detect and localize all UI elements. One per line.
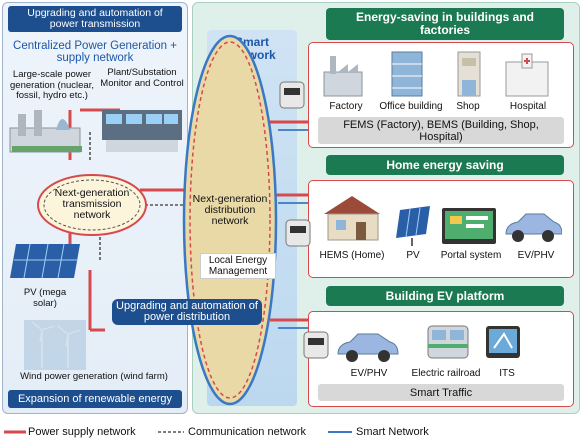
fems-bems-bar: FEMS (Factory), BEMS (Building, Shop, Ho…: [318, 117, 564, 144]
office-building-label: Office building: [379, 101, 443, 112]
its-label: ITS: [499, 368, 515, 379]
distribution-network-label: Next-generation distribution network: [192, 193, 268, 227]
factory-icon: [323, 56, 363, 97]
hospital-label: Hospital: [509, 101, 547, 112]
ev-phv-label: EV/PHV: [350, 368, 388, 379]
factory-label: Factory: [329, 101, 363, 112]
portal-screen-icon: [442, 208, 496, 244]
office-building-icon: [391, 51, 423, 97]
legend-power-swatch: [4, 430, 26, 434]
centralized-generation-label: Centralized Power Generation + supply ne…: [13, 40, 177, 64]
pv-panel-icon: [396, 206, 430, 246]
large-scale-label: Large-scale power generation (nuclear, f…: [10, 69, 94, 101]
train-icon: [427, 325, 469, 359]
ev-header: Building EV platform: [326, 286, 564, 306]
its-navigation-icon: [486, 326, 520, 358]
buildings-header: Energy-saving in buildings and factories: [326, 8, 564, 40]
ev-phv-home-label: EV/PHV: [517, 250, 555, 261]
electric-railroad-label: Electric railroad: [411, 368, 481, 379]
legend-comm-swatch: [158, 431, 184, 433]
distribution-upgrade-title: Upgrading and automation of power distri…: [112, 299, 262, 325]
pv-label: PV: [406, 250, 420, 261]
smart-meter-icon: [279, 81, 305, 109]
portal-system-label: Portal system: [440, 250, 502, 261]
shop-label: Shop: [456, 101, 480, 112]
transmission-upgrade-title: Upgrading and automation of power transm…: [8, 6, 182, 32]
hems-label: HEMS (Home): [319, 250, 385, 261]
local-energy-box: Local Energy Management: [200, 253, 276, 279]
home-header: Home energy saving: [326, 155, 564, 175]
legend-smart-swatch: [328, 431, 352, 433]
solar-panel-illustration: [10, 243, 80, 279]
legend-comm-label: Communication network: [188, 426, 306, 438]
hospital-icon: [505, 53, 549, 97]
control-room-illustration: [102, 110, 182, 152]
renewable-energy-title: Expansion of renewable energy: [8, 390, 182, 408]
wind-farm-label: Wind power generation (wind farm): [20, 371, 168, 382]
shop-icon: [457, 51, 481, 97]
wind-turbine-illustration: [24, 320, 86, 370]
legend-power-label: Power supply network: [28, 426, 136, 438]
pv-mega-solar-label: PV (mega solar): [23, 287, 67, 309]
house-icon: [324, 196, 380, 241]
transmission-network-label: Next-generation transmission network: [54, 187, 130, 221]
smart-meter-icon: [285, 219, 311, 247]
ev-car-icon: [337, 333, 399, 362]
smart-traffic-bar: Smart Traffic: [318, 384, 564, 401]
smart-meter-icon: [303, 331, 329, 359]
power-plant-illustration: [9, 110, 82, 153]
legend-smart-label: Smart Network: [356, 426, 429, 438]
car-icon: [505, 213, 562, 242]
transmission-ring: [37, 174, 147, 236]
plant-monitor-label: Plant/Substation Monitor and Control: [100, 67, 184, 89]
